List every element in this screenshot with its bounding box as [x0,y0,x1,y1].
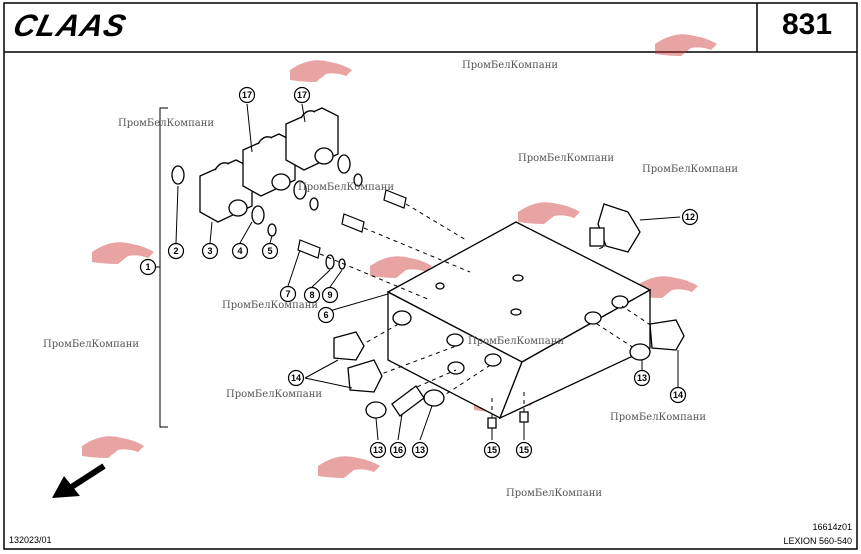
callout-13a: 13 [373,445,383,455]
callout-6: 6 [323,310,328,320]
watermark-text: ПромБелКомпани [118,118,215,129]
callout-9: 9 [327,290,332,300]
watermark-text: ПромБелКомпани [222,300,319,311]
assembly-lines [319,203,665,418]
callout-circles [139,86,699,459]
machine-model: LEXION 560-540 [783,536,852,546]
panther-logo-icon [82,34,717,478]
watermark-text: ПромБелКомпани [610,412,707,423]
drawing-code: 132023/01 [9,535,52,545]
callout-17b: 17 [297,90,307,100]
callout-16: 16 [393,445,403,455]
outer-frame [3,2,858,550]
cartridge-valves [297,189,407,259]
callout-13b: 13 [415,445,425,455]
callout-4: 4 [237,246,242,256]
watermark-text: ПромБелКомпани [642,164,739,175]
valve-block [386,221,652,420]
watermark-text: ПромБелКомпани [298,182,395,193]
claas-logo: CLAAS [9,8,131,43]
callout-13c: 13 [637,373,647,383]
fittings [333,203,685,429]
watermark-text: ПромБелКомпани [226,389,323,400]
callout-15a: 15 [487,445,497,455]
callout-12: 12 [685,212,695,222]
callout-1: 1 [145,262,150,272]
callout-7: 7 [285,289,290,299]
callout-17a: 17 [242,90,252,100]
page-number: 831 [782,8,833,41]
callout-14b: 14 [673,390,683,400]
solenoid-valves [199,107,339,223]
leader-lines [175,103,681,441]
callout-14a: 14 [291,373,301,383]
watermark-text: ПромБелКомпани [468,336,565,347]
watermark-text: ПромБелКомпани [506,488,603,499]
group-bracket [154,107,168,428]
callout-8: 8 [309,290,314,300]
watermark-text: ПромБелКомпани [462,60,559,71]
reference-code: 16614z01 [812,522,852,532]
watermark-text: ПромБелКомпани [43,339,140,350]
callout-3: 3 [207,246,212,256]
callout-5: 5 [267,246,272,256]
callout-2: 2 [173,246,178,256]
arrow-down-left-icon [52,463,106,498]
callout-15b: 15 [519,445,529,455]
watermark-text: ПромБелКомпани [518,153,615,164]
callout-numbers: 1 2 3 4 5 6 7 8 9 12 13 13 13 14 14 15 1… [145,90,695,455]
